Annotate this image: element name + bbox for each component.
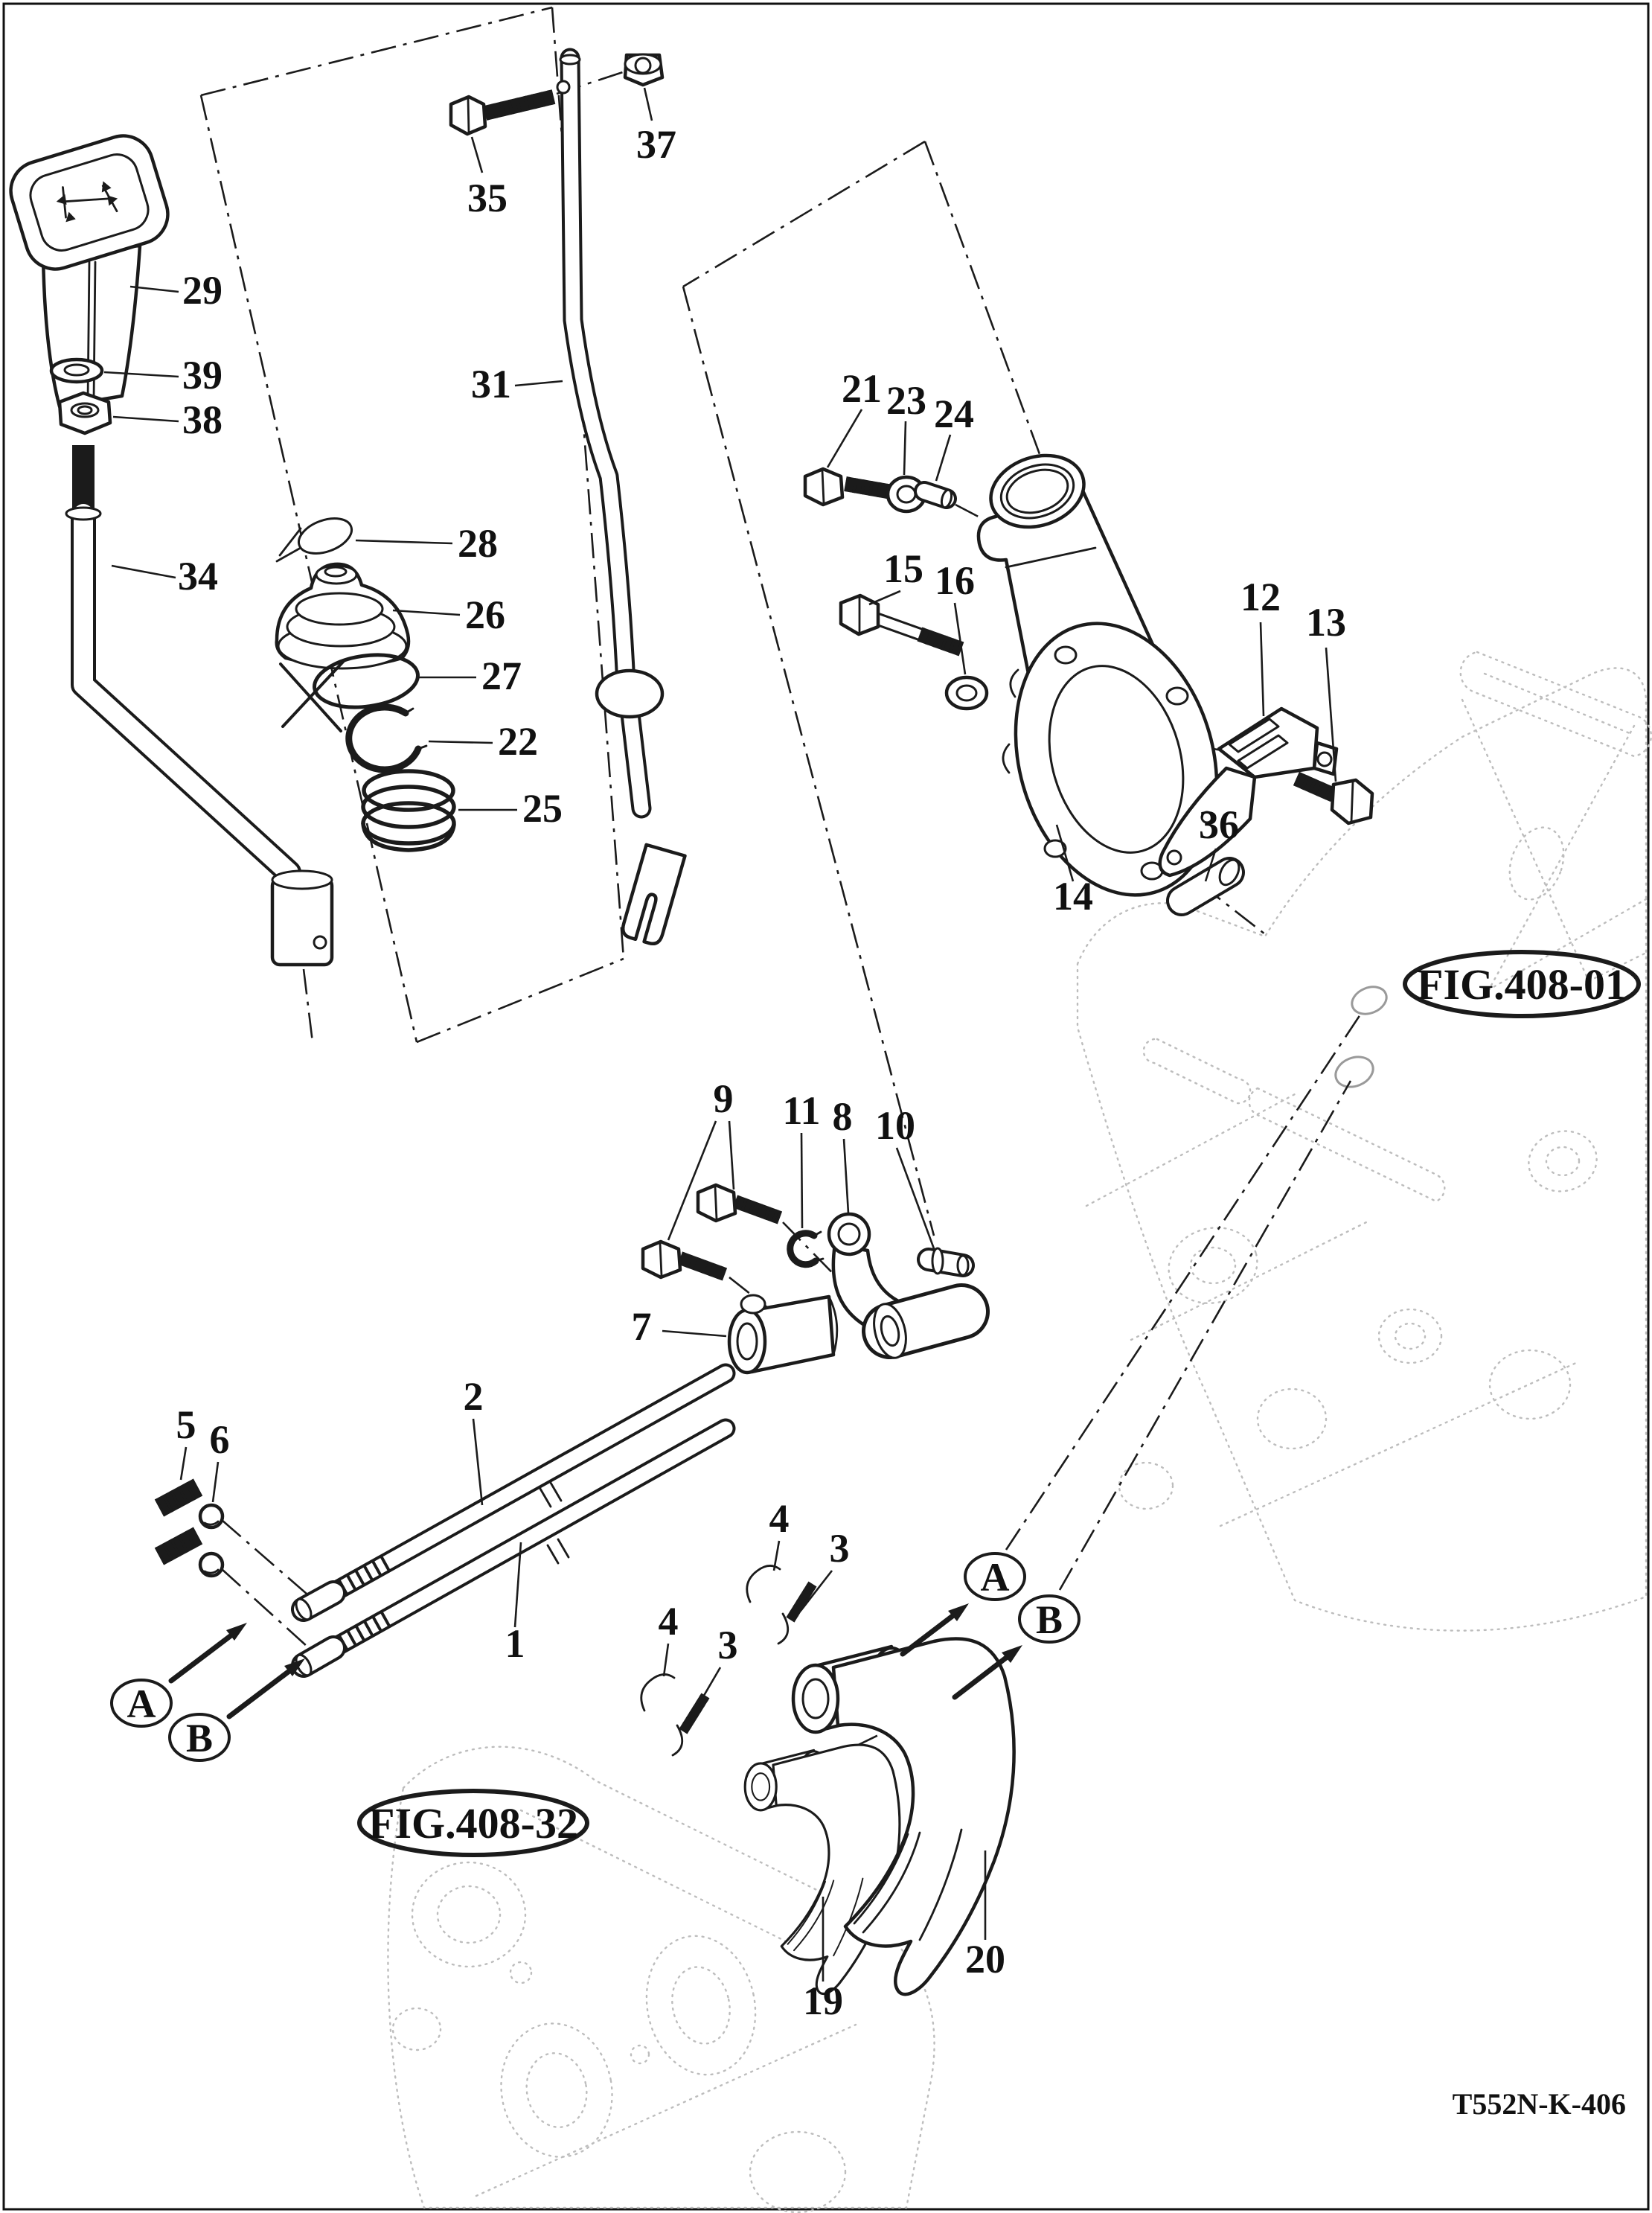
- callout-15: 15: [883, 546, 923, 591]
- shift-tower-housing: [976, 453, 1219, 897]
- view-arrow-a-right: A: [900, 1552, 1026, 1657]
- callout-26: 26: [465, 593, 505, 637]
- callout-20: 20: [965, 1937, 1005, 1982]
- view-arrow-a-left: A: [110, 1623, 247, 1728]
- detent-spring-lower: [154, 1527, 203, 1565]
- shift-arm: [827, 1212, 990, 1359]
- callout-12: 12: [1240, 575, 1281, 619]
- fork-pin-upper: [746, 1565, 790, 1645]
- shift-rod-1: [291, 1418, 736, 1678]
- ghost-bore-b: [1334, 1056, 1374, 1088]
- set-bolt-upper: [696, 1183, 783, 1224]
- view-label-a-right: A: [981, 1555, 1010, 1600]
- tower-dowel: [914, 481, 957, 509]
- callout-25: 25: [522, 786, 563, 831]
- callout-3-upper: 3: [830, 1526, 850, 1571]
- callout-38: 38: [182, 397, 222, 442]
- callout-5: 5: [176, 1402, 196, 1447]
- callout-37: 37: [636, 122, 676, 167]
- retainer-clip: [275, 517, 353, 563]
- figure-ref-408-01: FIG.408-01: [1403, 950, 1641, 1018]
- callout-24: 24: [934, 392, 974, 436]
- long-bolt-washer: [944, 675, 989, 711]
- callout-34: 34: [178, 554, 218, 598]
- view-label-b-left: B: [186, 1716, 213, 1760]
- leader-lines: [103, 87, 1337, 1982]
- lever-pivot-bolt: [449, 89, 556, 136]
- rubber-boot: [275, 562, 411, 670]
- tower-long-bolt: [839, 593, 964, 657]
- callout-22: 22: [498, 719, 538, 764]
- callout-39: 39: [182, 353, 222, 397]
- callout-14: 14: [1053, 874, 1093, 919]
- page-part-code: T552N-K-406: [1453, 2087, 1626, 2121]
- callout-27: 27: [481, 654, 522, 698]
- callout-4-lower: 4: [659, 1599, 679, 1644]
- lever-pivot-nut: [623, 53, 665, 87]
- lever-fork-end: [621, 843, 687, 946]
- callout-6: 6: [210, 1417, 230, 1462]
- callout-3-lower: 3: [718, 1623, 738, 1667]
- arm-pin: [917, 1247, 975, 1277]
- o-ring: [279, 653, 420, 732]
- fork-pin-lower: [640, 1673, 684, 1757]
- bracket-bolt: [1293, 771, 1374, 826]
- knob-nut: [57, 391, 112, 435]
- fork-spring-lower: [679, 1693, 710, 1734]
- fork-spring-upper: [786, 1581, 817, 1623]
- detent-ball-lower: [198, 1551, 225, 1578]
- callout-9: 9: [714, 1076, 734, 1121]
- ghost-bore-a: [1351, 986, 1388, 1015]
- callout-2: 2: [464, 1374, 484, 1419]
- callout-21: 21: [842, 366, 882, 411]
- main-gear-shift-lever: [556, 48, 687, 946]
- callout-31: 31: [471, 362, 511, 406]
- shift-lever-arm: [65, 445, 334, 967]
- callout-1: 1: [505, 1621, 525, 1666]
- callout-19: 19: [803, 1979, 843, 2023]
- snap-ring: [345, 703, 428, 773]
- ghost-transmission-case-bottom: [387, 1746, 935, 2213]
- callout-28: 28: [458, 521, 498, 566]
- view-label-a-left: A: [127, 1682, 156, 1726]
- callout-7: 7: [632, 1304, 652, 1349]
- detent-spring-upper: [154, 1478, 203, 1517]
- callout-10: 10: [875, 1103, 915, 1148]
- lever-spring: [361, 769, 456, 852]
- ghost-transmission-case-right: [1076, 651, 1652, 1632]
- shift-pattern-icon: [56, 181, 118, 223]
- bracket-pin: [1166, 857, 1245, 916]
- callout-29: 29: [182, 268, 222, 313]
- callout-8: 8: [833, 1094, 853, 1139]
- callout-13: 13: [1306, 600, 1346, 645]
- shift-rod-2: [291, 1363, 736, 1622]
- e-clip: [787, 1230, 825, 1268]
- callout-35: 35: [467, 176, 508, 220]
- callout-11: 11: [782, 1088, 820, 1133]
- figure-ref-408-01-label: FIG.408-01: [1417, 960, 1627, 1009]
- figure-ref-408-32: FIG.408-32: [357, 1789, 589, 1857]
- callout-numbers: 29 39 38 34 35 37 31 28 26 27 22 25 21 2…: [176, 122, 1347, 2023]
- detent-ball-upper: [198, 1503, 225, 1530]
- view-arrow-b-left: B: [168, 1658, 305, 1762]
- callout-16: 16: [935, 558, 975, 603]
- view-arrow-b-right: B: [952, 1594, 1080, 1700]
- callout-36: 36: [1199, 802, 1239, 847]
- set-bolt-lower: [641, 1239, 728, 1281]
- knob-washer: [49, 357, 104, 384]
- view-label-b-right: B: [1036, 1597, 1063, 1642]
- shift-collar: [727, 1294, 839, 1375]
- callout-4-upper: 4: [769, 1496, 790, 1541]
- figure-ref-408-32-label: FIG.408-32: [368, 1799, 578, 1848]
- callout-23: 23: [886, 378, 926, 423]
